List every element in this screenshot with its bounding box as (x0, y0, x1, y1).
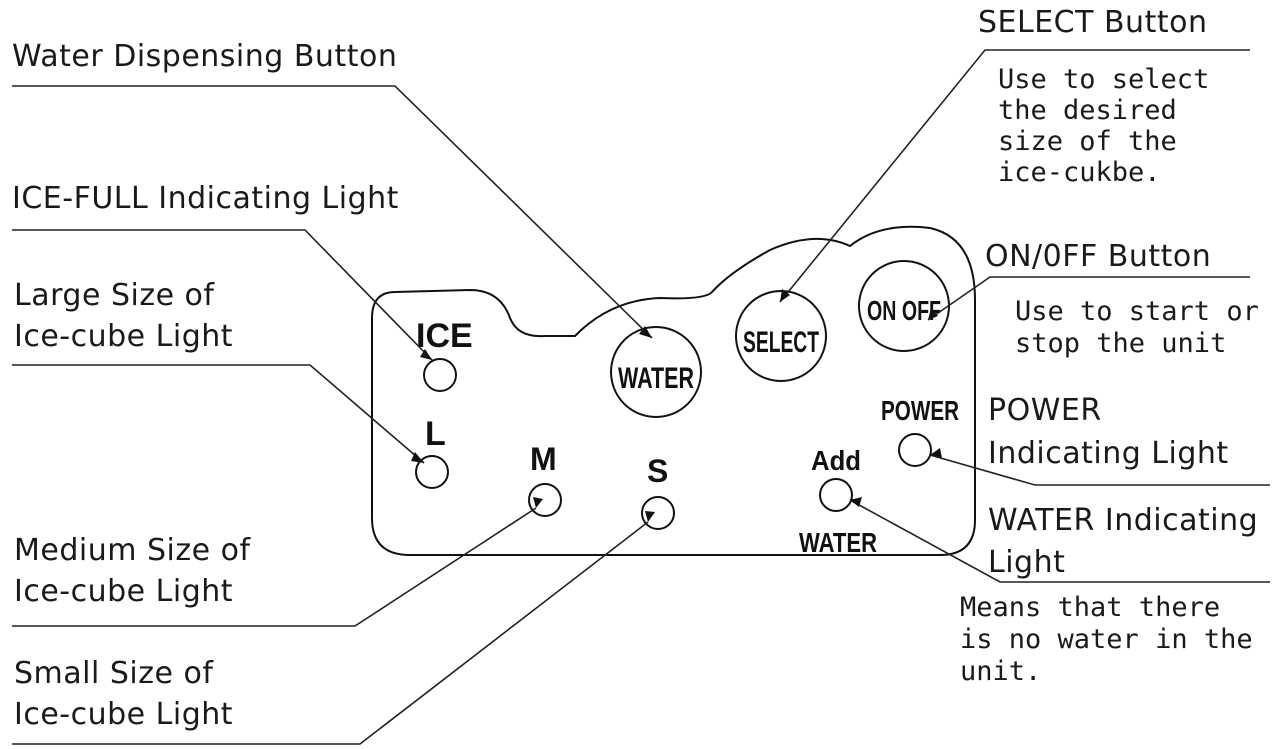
callout-medium-1: Medium Size of (14, 533, 251, 568)
callout-select-title: SELECT Button (978, 5, 1207, 40)
arrowhead (420, 349, 432, 360)
leader-ice-full (12, 229, 433, 361)
callout-small-1: Small Size of (14, 656, 214, 691)
callout-select-desc-2: the desired (998, 95, 1177, 126)
leader-select (779, 49, 1250, 303)
leader-water-dispensing (12, 85, 653, 339)
leader-power (929, 454, 1270, 486)
arrowhead (928, 308, 938, 320)
panel-label-m: M (530, 441, 557, 477)
callout-small-2: Ice-cube Light (14, 697, 233, 732)
callout-water-indicating-desc-3: unit. (960, 656, 1041, 687)
callout-select-desc-3: size of the (998, 126, 1177, 157)
panel-label-s: S (647, 453, 668, 489)
panel-label-l: L (425, 415, 446, 453)
arrowhead (645, 511, 655, 522)
callout-onoff-title: ON/0FF Button (985, 239, 1211, 274)
callout-onoff-desc-2: stop the unit (1015, 328, 1226, 359)
water-button-label: WATER (618, 362, 694, 395)
leader-small (12, 521, 649, 745)
panel-label-add: Add (811, 445, 861, 476)
callout-large-2: Ice-cube Light (14, 319, 233, 354)
select-button[interactable] (735, 290, 827, 382)
callout-power-1: POWER (988, 393, 1102, 428)
water-button[interactable] (610, 326, 702, 418)
callout-water-dispensing: Water Dispensing Button (12, 39, 397, 74)
power-light (898, 433, 932, 467)
leader-large (12, 364, 425, 464)
callout-medium-2: Ice-cube Light (14, 574, 233, 609)
arrowhead (930, 448, 942, 458)
small-size-light (641, 496, 675, 530)
callout-ice-full: ICE-FULL Indicating Light (12, 181, 399, 216)
callout-select-desc-1: Use to select (998, 64, 1209, 95)
onoff-button-label: ON OFF (867, 295, 941, 326)
callout-power-2: Indicating Light (988, 436, 1229, 471)
callout-select-desc-4: ice-cukbe. (998, 157, 1161, 188)
select-button-label: SELECT (743, 326, 819, 359)
panel-label-add-water: WATER (799, 527, 877, 558)
arrowhead (533, 497, 543, 508)
panel-label-power: POWER (881, 395, 959, 426)
add-water-light (819, 478, 853, 512)
callout-water-indicating-desc-2: is no water in the (960, 624, 1253, 655)
large-size-light (415, 455, 449, 489)
callout-water-indicating-1: WATER Indicating (988, 503, 1258, 538)
callout-large-1: Large Size of (14, 278, 215, 313)
leader-onoff (927, 276, 1250, 321)
callout-water-indicating-desc-1: Means that there (960, 592, 1220, 623)
leader-medium (12, 507, 537, 627)
panel-label-ice: ICE (416, 317, 473, 355)
arrowhead (411, 452, 424, 463)
arrowhead (850, 497, 862, 507)
arrowhead (639, 326, 652, 338)
medium-size-light (528, 483, 562, 517)
callout-water-indicating-2: Light (988, 545, 1065, 580)
callout-onoff-desc-1: Use to start or (1015, 296, 1259, 327)
ice-full-light (423, 358, 457, 392)
arrowhead (780, 289, 790, 302)
leader-water-indicating (849, 499, 1270, 583)
